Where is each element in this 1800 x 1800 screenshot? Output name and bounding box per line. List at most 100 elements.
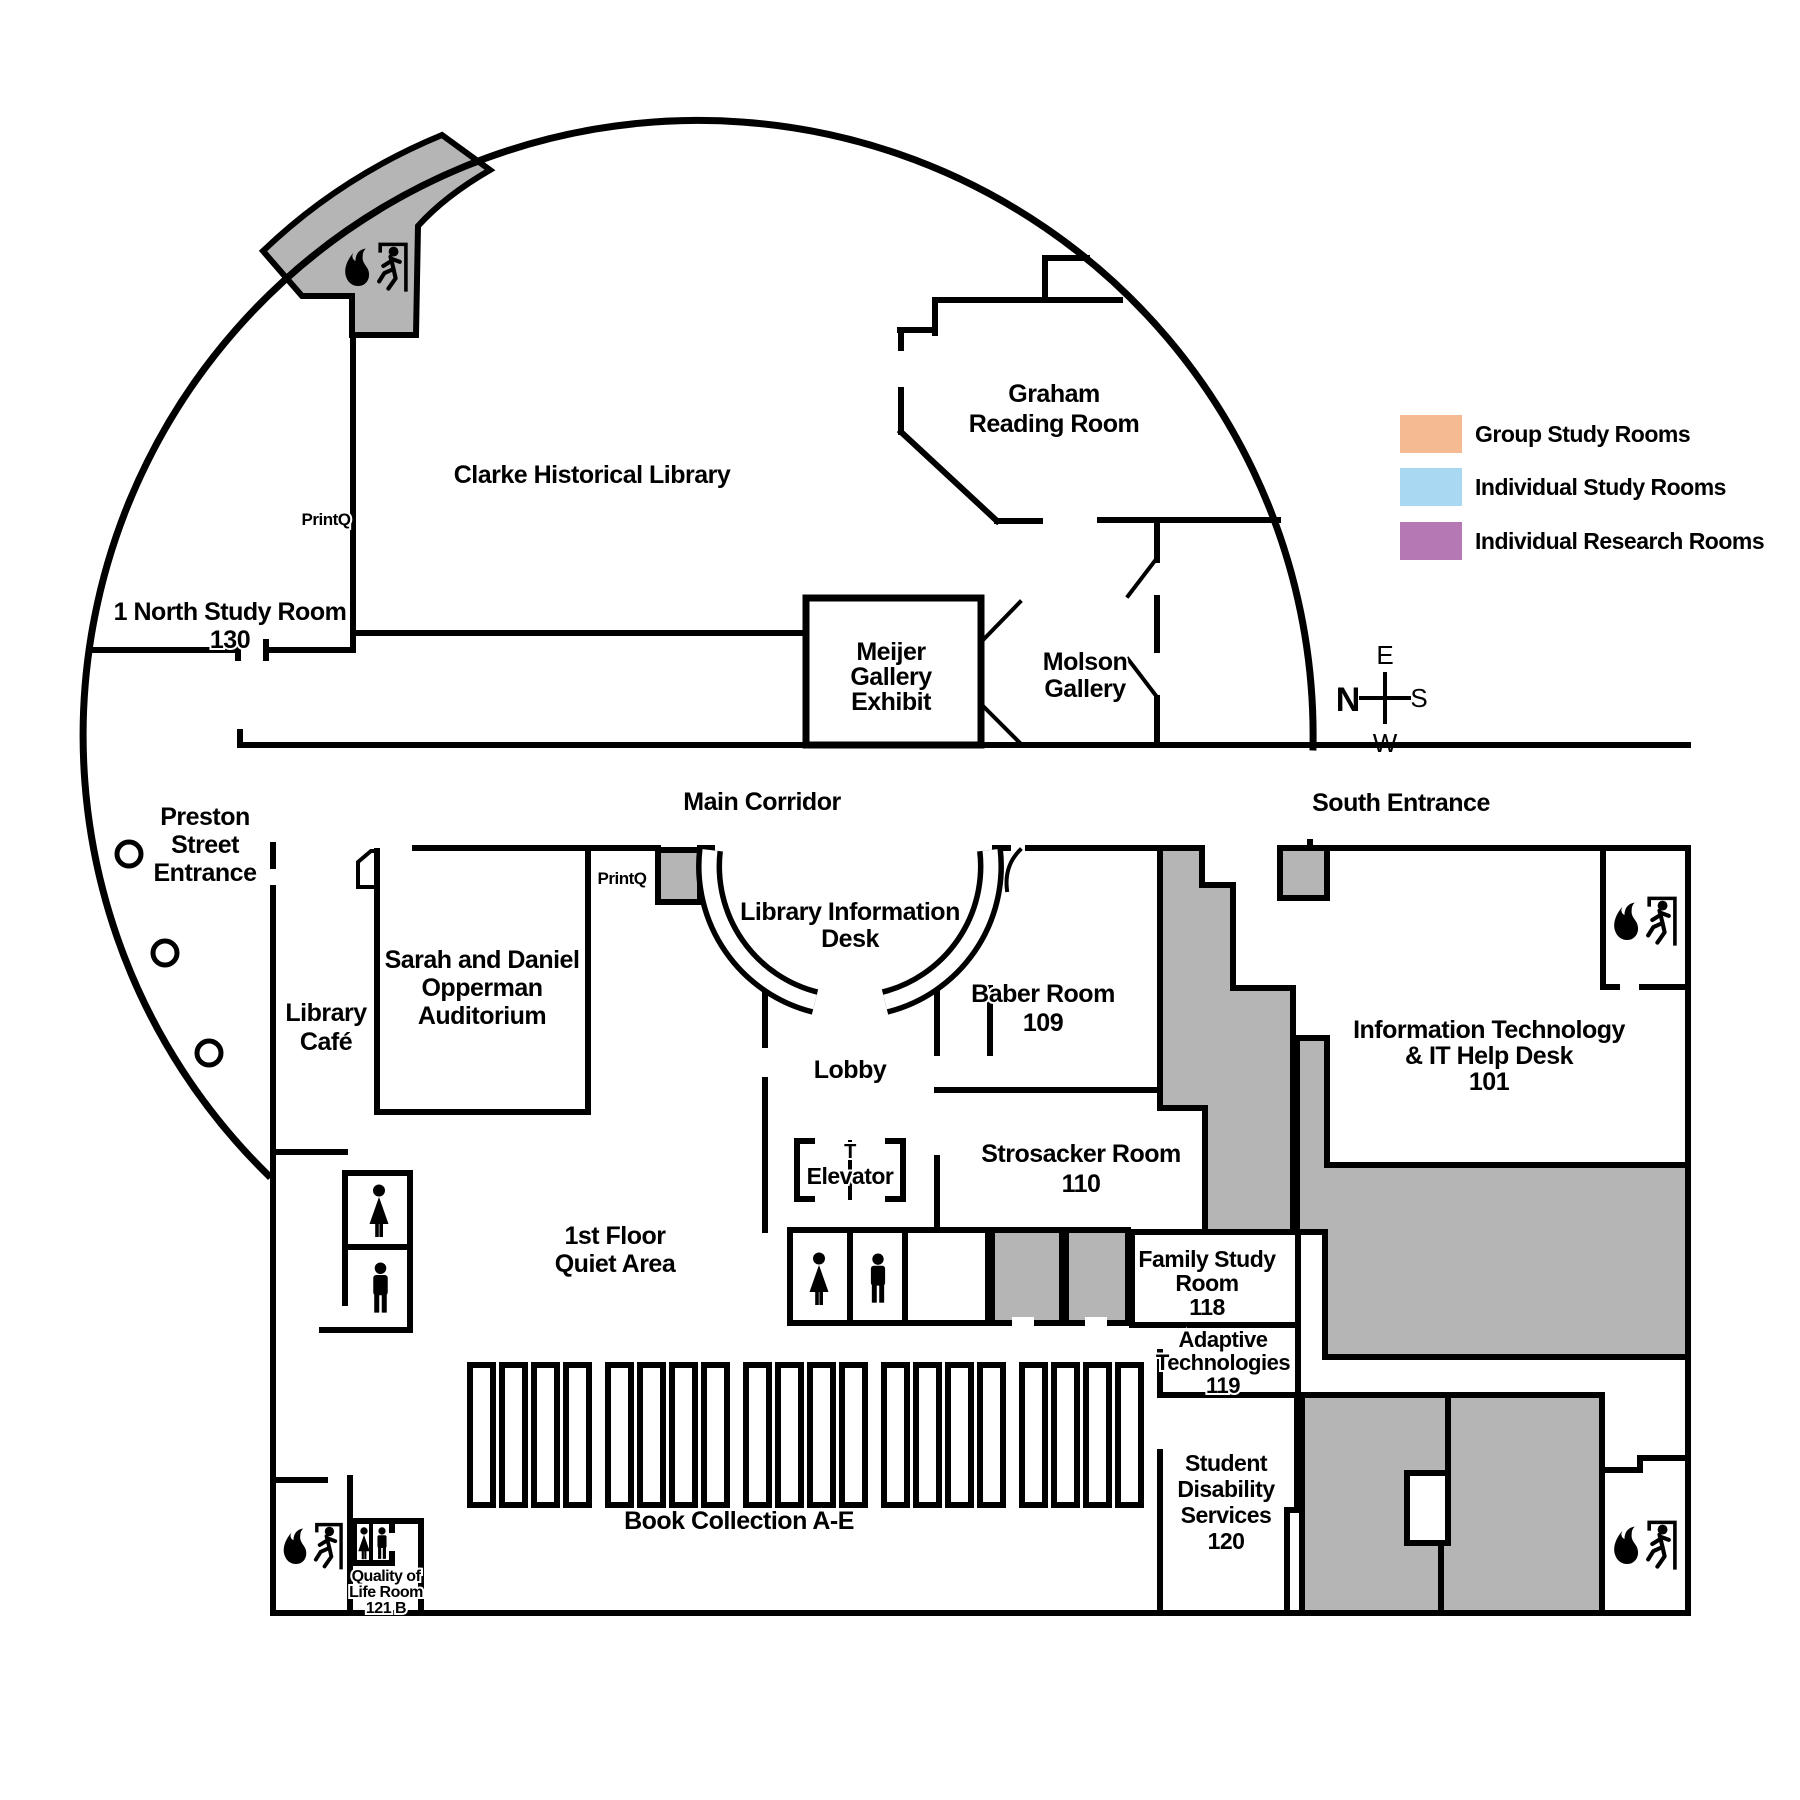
fire-exit-icon-3 [281, 1522, 344, 1572]
stair-area-central [1157, 845, 1296, 1235]
cafe-restroom-walls [270, 1149, 413, 1333]
book-stack [605, 1362, 634, 1508]
book-stack [881, 1362, 910, 1508]
book-stack [669, 1362, 698, 1508]
book-stack [945, 1362, 974, 1508]
book-stack [1083, 1362, 1112, 1508]
label-printq-clarke: PrintQ [302, 510, 351, 529]
it-fire-room-walls [1600, 849, 1691, 990]
service-internal-walls [1438, 1392, 1451, 1616]
label-main-corridor: Main Corridor [683, 788, 841, 816]
window-circles [114, 839, 224, 1068]
legend-swatch-0 [1400, 415, 1462, 453]
female-restroom-icon-4 [358, 1527, 370, 1560]
compass-west: W [1373, 728, 1398, 758]
label-clarke-historical-library: Clarke Historical Library [454, 461, 731, 489]
family-study-walls [1129, 1229, 1301, 1328]
book-stack [839, 1362, 868, 1508]
door-notch-b [1085, 1317, 1107, 1326]
circular-outline [79, 116, 1317, 1180]
outer-walls [79, 116, 1691, 1616]
book-stack [1019, 1362, 1048, 1508]
compass-cross [1359, 672, 1411, 724]
legend-label-2: Individual Research Rooms [1475, 528, 1764, 554]
legend-label-0: Group Study Rooms [1475, 421, 1690, 447]
interior-walls [89, 255, 1691, 1616]
fire-exit-icon-2 [1614, 1522, 1675, 1569]
southeast-fire-room-walls [1599, 1455, 1691, 1616]
opperman-walls [374, 845, 591, 1115]
window-circle-2 [194, 1038, 224, 1068]
compass [1359, 672, 1411, 724]
lobby-band-walls [412, 839, 1691, 851]
central-restroom-walls [787, 1227, 991, 1326]
south-entrance-box [1277, 845, 1330, 901]
printq-station-box [655, 847, 703, 905]
molson-door-swings [1125, 555, 1160, 700]
book-stack [701, 1362, 730, 1508]
male-restroom-icon-1 [373, 1262, 388, 1313]
book-stack [743, 1362, 772, 1508]
book-stacks [467, 1362, 1144, 1508]
meijer-gallery-walls [802, 594, 985, 749]
service-room-a [989, 1227, 1065, 1326]
book-stack [637, 1362, 666, 1508]
label-elevator: Elevator [807, 1163, 894, 1189]
lobby-walls [762, 985, 993, 1233]
info-desk-band-left-inner [701, 849, 817, 1010]
disability-services-walls [1157, 1394, 1300, 1616]
book-stack [531, 1362, 560, 1508]
window-circle-1 [150, 938, 180, 968]
male-restroom-icon-3 [870, 1253, 886, 1303]
info-desk-band-right-inner [883, 849, 999, 1010]
compass-south: S [1410, 683, 1427, 713]
book-stack [807, 1362, 836, 1508]
legend-swatch-1 [1400, 468, 1462, 506]
legend-swatch-2 [1400, 522, 1462, 560]
book-stack [1115, 1362, 1144, 1508]
label-book-collection: Book Collection A-E [624, 1507, 854, 1535]
compass-north: N [1336, 681, 1361, 719]
west-south-east-walls [270, 842, 1691, 1616]
book-stack [977, 1362, 1006, 1508]
book-stack [467, 1362, 496, 1508]
compass-east: E [1376, 640, 1393, 670]
label-printq-lobby: PrintQ [598, 869, 647, 888]
book-stack [913, 1362, 942, 1508]
male-restroom-icon-5 [377, 1527, 387, 1559]
door-notch-a [1012, 1317, 1034, 1326]
book-stack [775, 1362, 804, 1508]
opperman-door [356, 849, 380, 889]
quality-of-life-walls [270, 1475, 424, 1616]
service-block-southeast [1299, 1392, 1605, 1616]
elevator-brackets [794, 1138, 906, 1202]
female-restroom-icon-0 [369, 1184, 389, 1237]
label-lobby: Lobby [814, 1056, 887, 1084]
book-stack [1051, 1362, 1080, 1508]
legend-label-1: Individual Study Rooms [1475, 474, 1726, 500]
service-notch [1404, 1470, 1451, 1546]
window-circle-0 [114, 839, 144, 869]
label-south-entrance: South Entrance [1312, 789, 1490, 817]
graham-molson-walls [896, 255, 1281, 748]
label-elevator-t: T [844, 1141, 856, 1163]
book-stack [499, 1362, 528, 1508]
